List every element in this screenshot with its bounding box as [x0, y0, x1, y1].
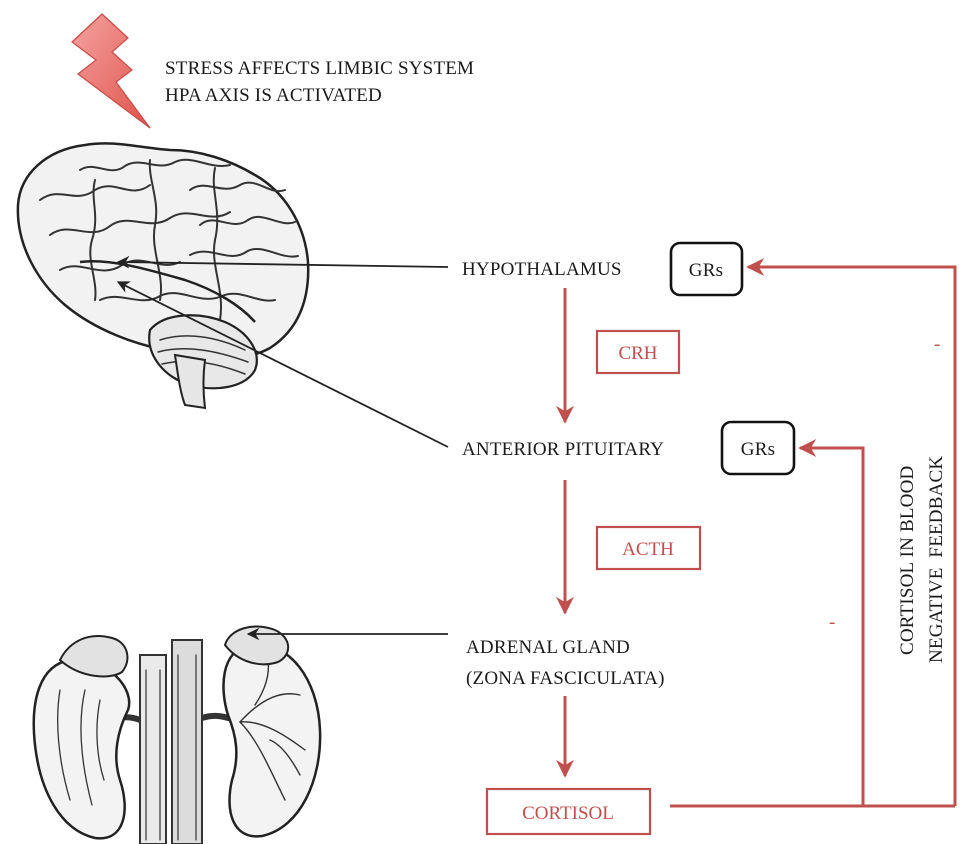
pituitary-grs-label: GRs	[741, 439, 775, 460]
adrenal-label-line-2: (ZONA FASCICULATA)	[466, 668, 665, 689]
brain-illustration	[18, 143, 308, 408]
acth-label: ACTH	[622, 539, 674, 560]
lightning-bolt-icon	[72, 14, 150, 128]
feedback-minus-middle: -	[829, 612, 835, 633]
kidneys-illustration	[34, 626, 320, 844]
hypothalamus-grs-label: GRs	[689, 260, 723, 281]
feedback-text-line-1: CORTISOL IN BLOOD	[897, 466, 918, 655]
hypothalamus-label: HYPOTHALAMUS	[462, 259, 622, 280]
cortisol-label: CORTISOL	[522, 803, 614, 824]
adrenal-label-line-1: ADRENAL GLAND	[466, 637, 630, 658]
crh-label: CRH	[618, 343, 657, 364]
feedback-text-line-2: NEGATIVE FEEDBACK	[926, 456, 947, 663]
anterior-pituitary-label: ANTERIOR PITUITARY	[462, 439, 664, 460]
feedback-minus-top: -	[934, 334, 940, 355]
stress-line-1: STRESS AFFECTS LIMBIC SYSTEM	[165, 58, 474, 79]
stress-line-2: HPA AXIS IS ACTIVATED	[165, 85, 382, 106]
